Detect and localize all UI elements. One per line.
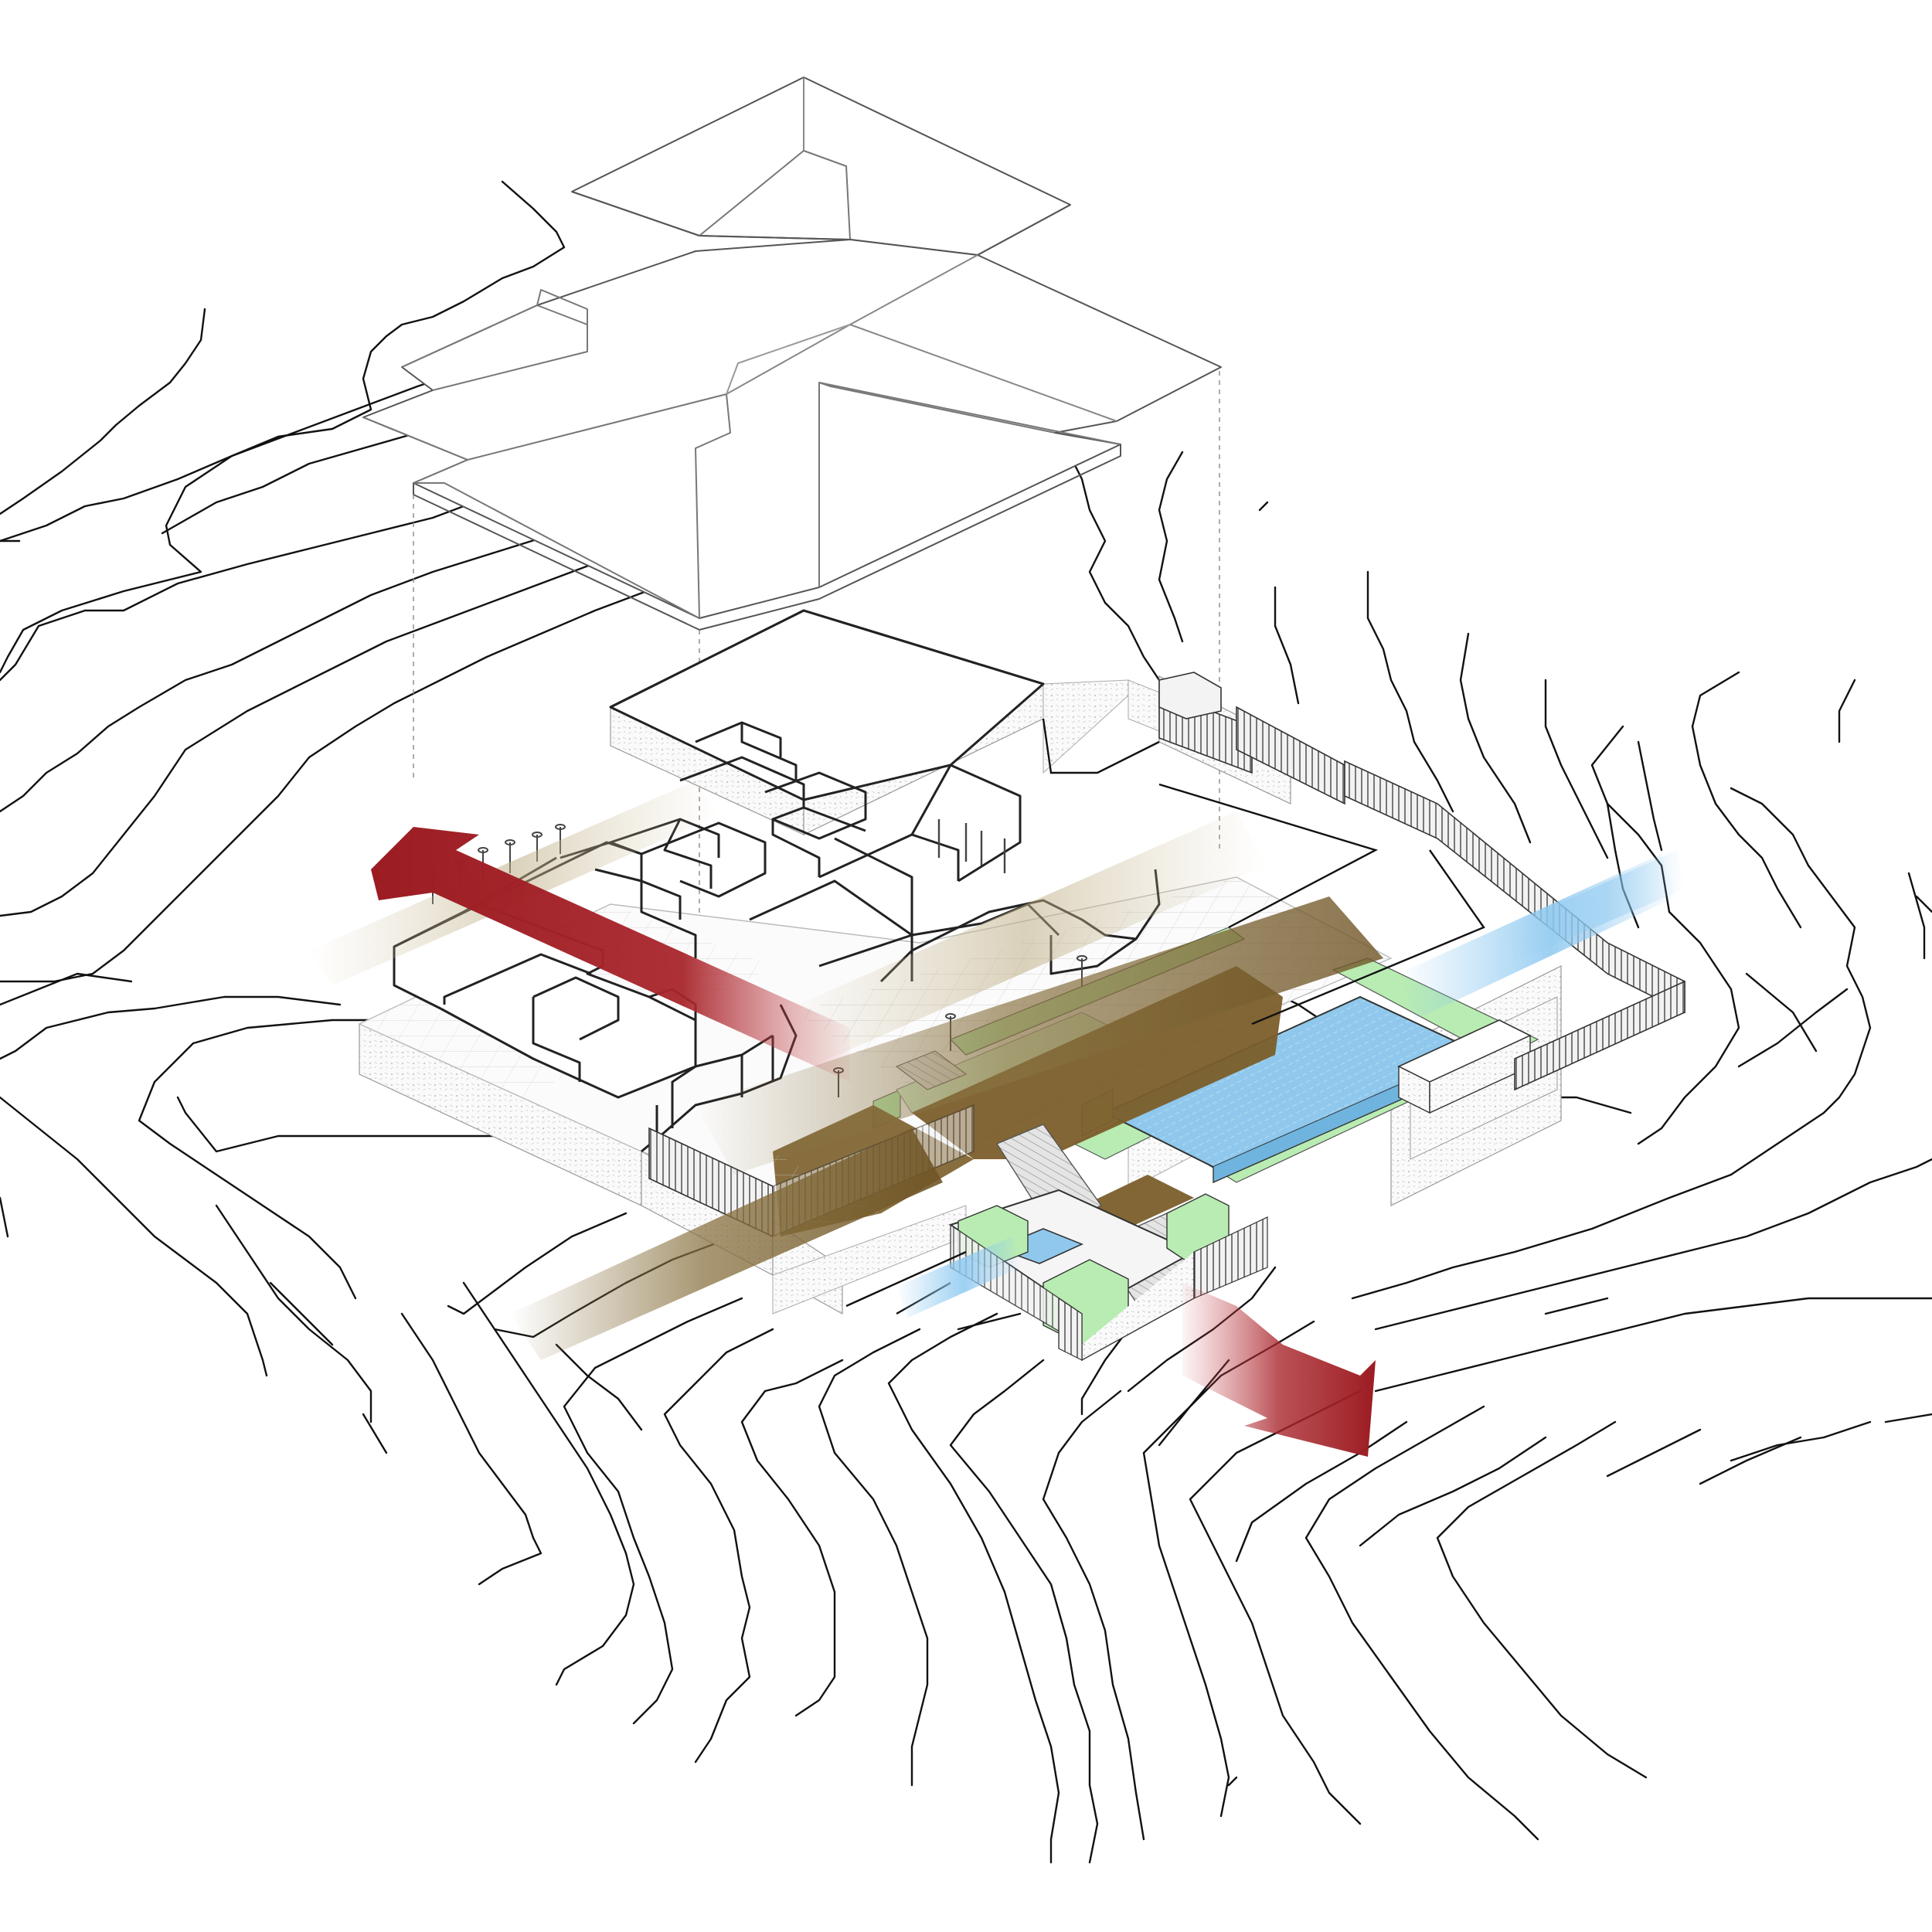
contour-line — [949, 1359, 1099, 1864]
contour-line — [0, 539, 782, 983]
wind-arrow-icon — [1182, 1283, 1376, 1457]
contour-line — [1258, 501, 1269, 512]
contour-line — [462, 1281, 635, 1686]
contour-line — [1544, 1297, 1609, 1315]
contour-line — [1637, 740, 1663, 852]
contour-line — [1730, 1420, 1872, 1462]
contour-line — [1080, 1328, 1130, 1416]
contour-line — [0, 308, 206, 515]
contour-line — [1227, 1776, 1238, 1787]
contour-line — [818, 1328, 929, 1787]
contour-line — [138, 1019, 403, 1300]
contour-line — [1065, 447, 1161, 682]
contour-line — [1351, 787, 1872, 1300]
contour-line — [215, 1204, 372, 1423]
contour-line — [1459, 632, 1532, 844]
contour-line — [555, 1343, 643, 1431]
contour-line — [0, 1096, 268, 1377]
contour-line — [1544, 679, 1609, 859]
contour-line — [887, 1312, 1060, 1864]
contour-line — [1737, 988, 1849, 1068]
contour-line — [1189, 1389, 1362, 1825]
contour-line — [1304, 1405, 1539, 1841]
contour-line — [1366, 570, 1454, 813]
wind-arrow-icon — [371, 827, 850, 1082]
contour-line — [1235, 1420, 1408, 1563]
floating-roof — [362, 77, 1222, 631]
contour-line — [0, 972, 133, 1006]
contour-line — [400, 1312, 543, 1586]
contour-line — [1359, 1436, 1547, 1547]
contour-line — [1915, 895, 1932, 913]
contour-line — [663, 1328, 774, 1764]
contour-line — [1274, 586, 1300, 705]
contour-line — [269, 1281, 334, 1346]
contour-line — [1838, 679, 1856, 743]
building-plan — [393, 609, 1161, 1153]
contour-line — [0, 995, 342, 1060]
contour-line — [1158, 451, 1184, 643]
contour-line — [1436, 1420, 1648, 1779]
contour-line — [957, 1312, 1022, 1331]
lower-pavilion — [948, 1189, 1268, 1362]
contour-line — [1907, 872, 1926, 960]
contour-line — [0, 1196, 9, 1238]
contour-line — [1374, 1297, 1932, 1393]
contour-line — [1745, 972, 1818, 1053]
contour-line — [1042, 1389, 1145, 1841]
contour-line — [563, 1297, 743, 1725]
contour-line — [1884, 1413, 1932, 1423]
contour-line — [362, 1413, 388, 1454]
contour-line — [1590, 725, 1740, 1145]
contour-line — [447, 1212, 628, 1315]
contour-line — [740, 1359, 844, 1717]
contour-line — [1691, 671, 1802, 929]
contour-line — [0, 180, 566, 543]
contour-line — [176, 1096, 527, 1153]
contour-line — [1374, 1158, 1932, 1331]
contour-line — [1606, 1428, 1702, 1478]
